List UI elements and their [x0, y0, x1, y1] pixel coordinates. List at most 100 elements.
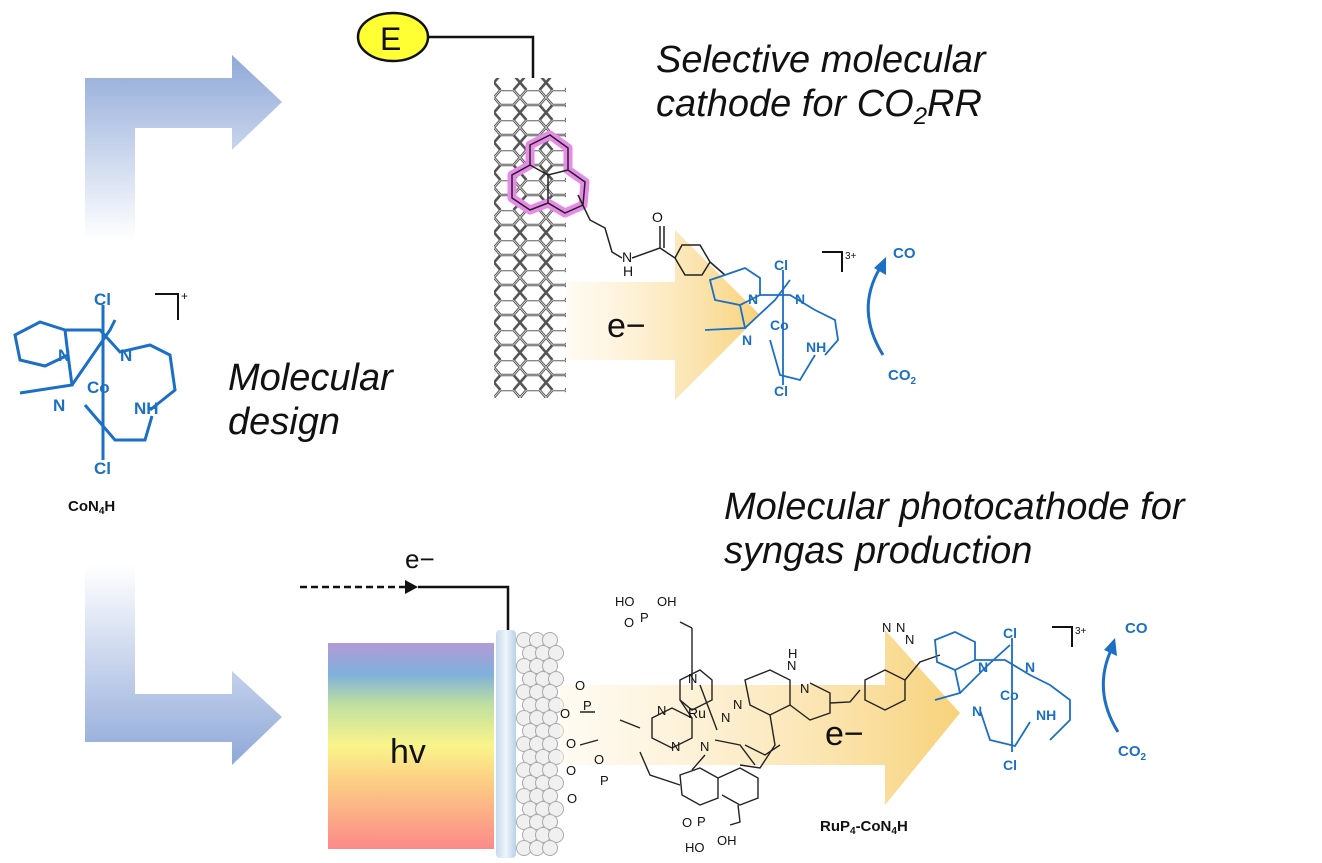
conversion-arrow-top: [866, 267, 885, 356]
nanoparticle: [542, 658, 558, 674]
charge-bracket: [155, 293, 179, 320]
catalyst-atoms: Cl N N Co N NH Cl: [53, 290, 159, 478]
electrode-label: E: [380, 21, 401, 57]
atom-o: O: [652, 209, 663, 225]
atom-ru: Ru: [688, 705, 706, 721]
heading-bottom-line2: syngas production: [724, 530, 1033, 572]
heading-top: Selective molecular cathode for CO2RR: [656, 38, 985, 139]
atom-o: O: [624, 615, 634, 630]
electron-label-bottom: e−: [825, 715, 864, 753]
catalyst-structure: [13, 305, 177, 460]
atom-n: N: [742, 332, 752, 348]
atom-nh: NH: [134, 399, 159, 418]
ru-complex-atoms: HO OH O P O P O O O O P O N N Ru N N N N…: [560, 594, 914, 855]
atom-p: P: [697, 814, 706, 829]
reactant-co2-top: CO2: [888, 367, 917, 387]
atom-n: N: [795, 291, 805, 307]
co-complex-top: [704, 267, 839, 385]
nanoparticle: [548, 671, 564, 687]
atom-o: O: [682, 815, 692, 830]
atom-h: H: [623, 263, 633, 279]
dyad-name: RuP4-CoN4H: [820, 818, 908, 837]
linker-chain: [577, 194, 623, 259]
atom-o: O: [560, 706, 570, 721]
atom-n: N: [671, 739, 680, 754]
atom-oh: OH: [657, 594, 677, 609]
ru-complex: [579, 621, 941, 826]
atom-nh: NH: [806, 339, 826, 355]
charge-bracket-top: [822, 251, 843, 272]
atom-nh: NH: [1036, 707, 1056, 723]
atom-n: N: [896, 620, 905, 635]
atom-n: N: [800, 681, 809, 696]
nanoparticle: [542, 762, 558, 778]
product-co-bottom: CO: [1125, 620, 1148, 637]
atom-o: O: [575, 678, 585, 693]
catalyst-name: CoN4H: [68, 498, 116, 517]
atom-cl-top: Cl: [94, 290, 111, 309]
atom-p: P: [583, 698, 592, 713]
carbon-nanotube: [494, 78, 566, 398]
atom-co: Co: [770, 317, 789, 333]
atom-n: N: [58, 346, 70, 365]
amide-linker: [631, 226, 726, 276]
nanoparticle: [542, 814, 558, 830]
heading-bottom: Molecular photocathode for syngas produc…: [724, 485, 1185, 573]
atom-cl-top: Cl: [774, 257, 788, 273]
electron-transfer-arrow-top: [567, 230, 760, 400]
atom-n: N: [622, 249, 632, 265]
heading-top-line2: cathode for CO2RR: [656, 83, 982, 130]
co-complex-bottom: [934, 631, 1071, 752]
atom-n: N: [657, 703, 666, 718]
light-absorber: [328, 643, 494, 849]
atom-o: O: [594, 752, 604, 767]
atom-co: Co: [87, 378, 110, 397]
atom-cl-top: Cl: [1003, 625, 1017, 641]
atom-ho: HO: [615, 594, 635, 609]
light-label: hv: [390, 733, 426, 771]
charge-bracket-bottom: [1052, 626, 1073, 647]
nanoparticle: [548, 775, 564, 791]
product-co-top: CO: [893, 245, 916, 262]
atom-n: N: [905, 632, 914, 647]
nanoparticle: [548, 645, 564, 661]
atom-p: P: [600, 773, 609, 788]
nanoparticle: [548, 827, 564, 843]
atom-n: N: [721, 710, 730, 725]
nanoparticle: [542, 840, 558, 856]
heading-left-line1: Molecular: [228, 357, 393, 399]
reactant-co2-bottom: CO2: [1118, 743, 1147, 763]
nanoparticle: [542, 632, 558, 648]
atom-oh: OH: [717, 833, 737, 848]
atom-cl-bottom: Cl: [94, 459, 111, 478]
atom-n: N: [882, 620, 891, 635]
nanoparticle: [542, 684, 558, 700]
electrode-badge: [356, 11, 430, 63]
atom-n: N: [972, 703, 982, 719]
pyrene-rings: [511, 134, 586, 214]
atom-n: N: [700, 739, 709, 754]
nanoparticles: [516, 632, 564, 856]
design-arrow-down: [85, 565, 282, 765]
atom-n: N: [748, 291, 758, 307]
electron-label-wire: e−: [405, 544, 435, 574]
electron-transfer-arrow-bottom: [560, 630, 960, 805]
atom-cl-bottom: Cl: [1003, 757, 1017, 773]
nanoparticle: [542, 710, 558, 726]
heading-left: Molecular design: [228, 356, 393, 444]
design-arrow-up: [85, 55, 282, 240]
atom-h: H: [788, 646, 797, 661]
heading-bottom-line1: Molecular photocathode for: [724, 486, 1185, 528]
atom-p: P: [640, 610, 649, 625]
atom-n: N: [120, 346, 132, 365]
charge-label: +: [181, 289, 188, 303]
charge-label-top: 3+: [845, 251, 857, 262]
heading-top-line1: Selective molecular: [656, 39, 986, 81]
heading-left-line2: design: [228, 401, 340, 443]
arrowhead-icon: [1104, 638, 1117, 656]
wire-arrowhead-icon: [405, 580, 418, 594]
nanoparticle: [542, 788, 558, 804]
atom-n: N: [733, 697, 742, 712]
atom-cl-bottom: Cl: [774, 383, 788, 399]
